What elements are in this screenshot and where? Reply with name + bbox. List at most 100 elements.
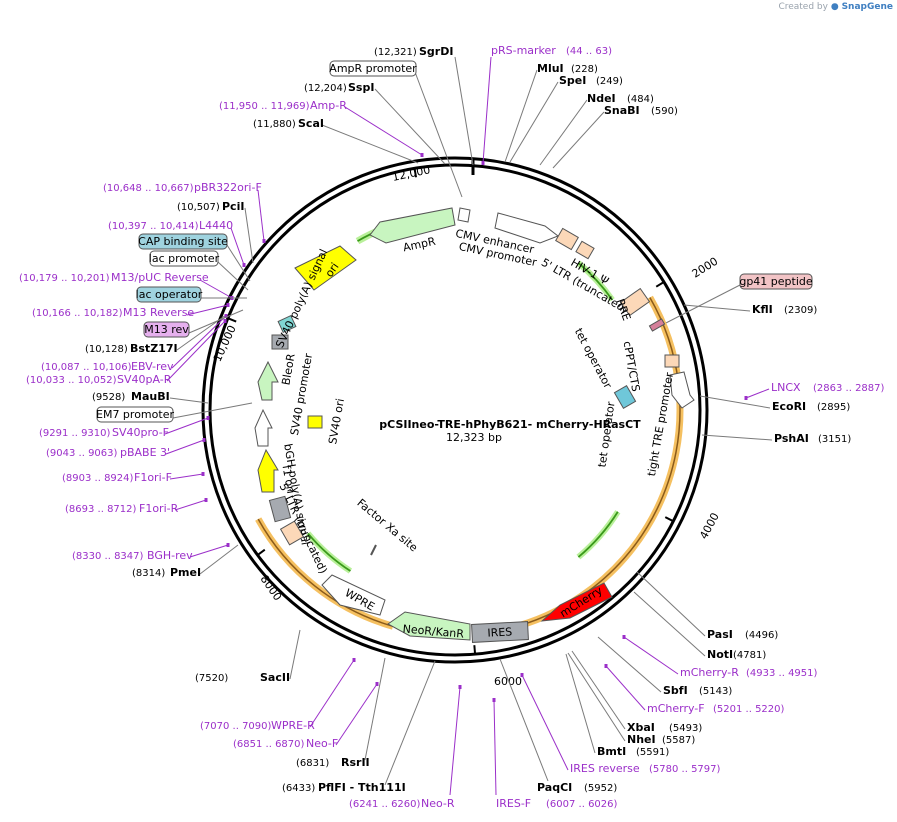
leader-noti <box>633 591 706 657</box>
primer-mark-wpre-r <box>352 658 356 662</box>
site-kfli: KflI <box>752 303 773 316</box>
snapgene-credit: Created by ● SnapGene <box>778 2 893 12</box>
site-bstz17i-pos: (10,128) <box>85 344 128 355</box>
primer-m13-reverse: M13 Reverse <box>123 306 194 319</box>
leader-sv40pro-f <box>164 417 209 435</box>
primer-sv40pro-f-pos: (9291 .. 9310) <box>39 428 111 439</box>
ruler-label: 8000 <box>258 573 285 603</box>
leader-pflfi-tth111i <box>384 660 436 786</box>
leader-neo-f <box>335 683 378 746</box>
site-sgrdi: SgrDI <box>419 45 453 58</box>
primer-mark-ires-f <box>492 698 496 702</box>
site-paqci: PaqCI <box>537 781 572 794</box>
site-nhei-pos: (5587) <box>662 735 695 746</box>
ruler-tick <box>473 645 477 656</box>
box-m13-rev <box>143 321 190 338</box>
site-mlui-pos: (228) <box>571 64 598 75</box>
primer-l4440: L4440 <box>199 219 233 232</box>
primer-mark-sv40pa-r <box>223 319 227 323</box>
plasmid-name: pCSIIneo-TRE-hPhyB621- mCherry-HRasCT <box>379 418 641 431</box>
leader-bgh-rev <box>189 544 229 558</box>
site-bmti: BmtI <box>597 745 626 758</box>
site-scai-pos: (11,880) <box>253 119 296 130</box>
primer-amp-r-pos: (11,950 .. 11,969) <box>219 101 310 112</box>
ampr-arrow <box>369 207 456 244</box>
site-maubi: MauBI <box>131 390 170 403</box>
site-sspi: SspI <box>348 81 374 94</box>
ori-arrow <box>294 245 357 291</box>
leader-cap-binding-site <box>226 244 251 282</box>
site-pshai: PshAI <box>774 432 809 445</box>
label-tet-operator-1: tet operator <box>572 326 615 391</box>
label-ampr-promoter: AmpR promoter <box>329 62 417 75</box>
primer-mcherry-r: mCherry-R <box>680 666 739 679</box>
cppt-box <box>664 354 680 368</box>
site-ecori-pos: (2895) <box>817 402 850 413</box>
primer-ires-f-pos: (6007 .. 6026) <box>546 799 618 810</box>
label-factor-xa: Factor Xa site <box>354 496 420 554</box>
ires-box <box>471 621 529 643</box>
leader-maubi <box>169 397 209 404</box>
primer-mark-sv40pro-f <box>206 416 210 420</box>
primer-neo-r-pos: (6241 .. 6260) <box>349 799 421 810</box>
site-xbai-pos: (5493) <box>669 723 702 734</box>
primer-mark-ires-reverse <box>520 673 524 677</box>
site-rsrii: RsrII <box>341 756 370 769</box>
label-em7-promoter: EM7 promoter <box>96 408 174 421</box>
leader-ires-f <box>493 699 497 796</box>
primer-sv40pro-f: SV40pro-F <box>112 426 169 439</box>
site-ndei-pos: (484) <box>627 94 654 105</box>
rre-box <box>619 287 651 317</box>
primer-pbr322ori-f: pBR322ori-F <box>194 181 262 194</box>
leader-kfli <box>683 304 751 312</box>
leader-pshai <box>701 434 773 441</box>
label-f1ori: f1 ori <box>280 464 298 495</box>
green-arc-right-core <box>577 262 614 301</box>
leader-pasi <box>636 571 706 637</box>
site-pasi: PasI <box>707 628 733 641</box>
ruler-label: 12,000 <box>391 163 431 184</box>
neokan-arrow <box>387 611 471 641</box>
site-noti: NotI <box>707 648 733 661</box>
primer-neo-f: Neo-F <box>306 737 338 750</box>
bgh-polya-box <box>268 495 292 523</box>
site-bmti-pos: (5591) <box>636 747 669 758</box>
leader-m13-puc-reverse <box>199 279 233 299</box>
leader-prs-marker <box>482 56 492 164</box>
leader-lncx <box>745 388 770 399</box>
leader-ebv-rev <box>171 315 227 369</box>
label-lac-promoter: lac promoter <box>149 252 220 265</box>
mcherry-arrow <box>540 582 613 622</box>
primer-pbabe-3: pBABE 3' <box>120 446 170 459</box>
primer-lncx-pos: (2863 .. 2887) <box>813 383 885 394</box>
leader-mlui <box>504 69 538 163</box>
primer-mcherry-f-pos: (5201 .. 5220) <box>713 704 785 715</box>
site-spei: SpeI <box>559 74 586 87</box>
label-bleor: BleoR <box>279 352 297 386</box>
primer-f1ori-f: F1ori-F <box>134 471 172 484</box>
site-pmei-pos: (8314) <box>132 568 165 579</box>
cmv-enhancer-arrow <box>494 212 560 244</box>
ruler-label: 4000 <box>697 511 722 542</box>
bleor-arrow <box>257 360 279 401</box>
primer-mark-f1ori-r <box>204 498 208 502</box>
ruler-label: 2000 <box>690 255 721 281</box>
sv40-ori-box <box>307 415 323 429</box>
primer-mark-prs-marker <box>481 161 485 165</box>
leader-sv40pa-r <box>166 320 226 382</box>
label-lac-operator: lac operator <box>136 288 203 301</box>
ruler-tick <box>664 516 675 523</box>
primer-ebv-rev: EBV-rev <box>131 360 174 373</box>
wpre-arrow <box>321 574 386 616</box>
primer-mark-amp-r <box>420 153 424 157</box>
primer-sv40pa-r-pos: (10,033 .. 10,052) <box>26 375 117 386</box>
labels: (12,321)SgrDIMluI(228)SpeI(249)NdeI(484)… <box>19 44 885 810</box>
leader-l4440 <box>230 227 245 266</box>
leader-f1ori-r <box>174 499 207 511</box>
site-snabi: SnaBI <box>604 104 640 117</box>
primer-ires-f: IRES-F <box>496 797 531 810</box>
ruler-tick <box>256 548 266 557</box>
ltr3-box <box>279 520 305 546</box>
site-mlui: MluI <box>537 62 564 75</box>
